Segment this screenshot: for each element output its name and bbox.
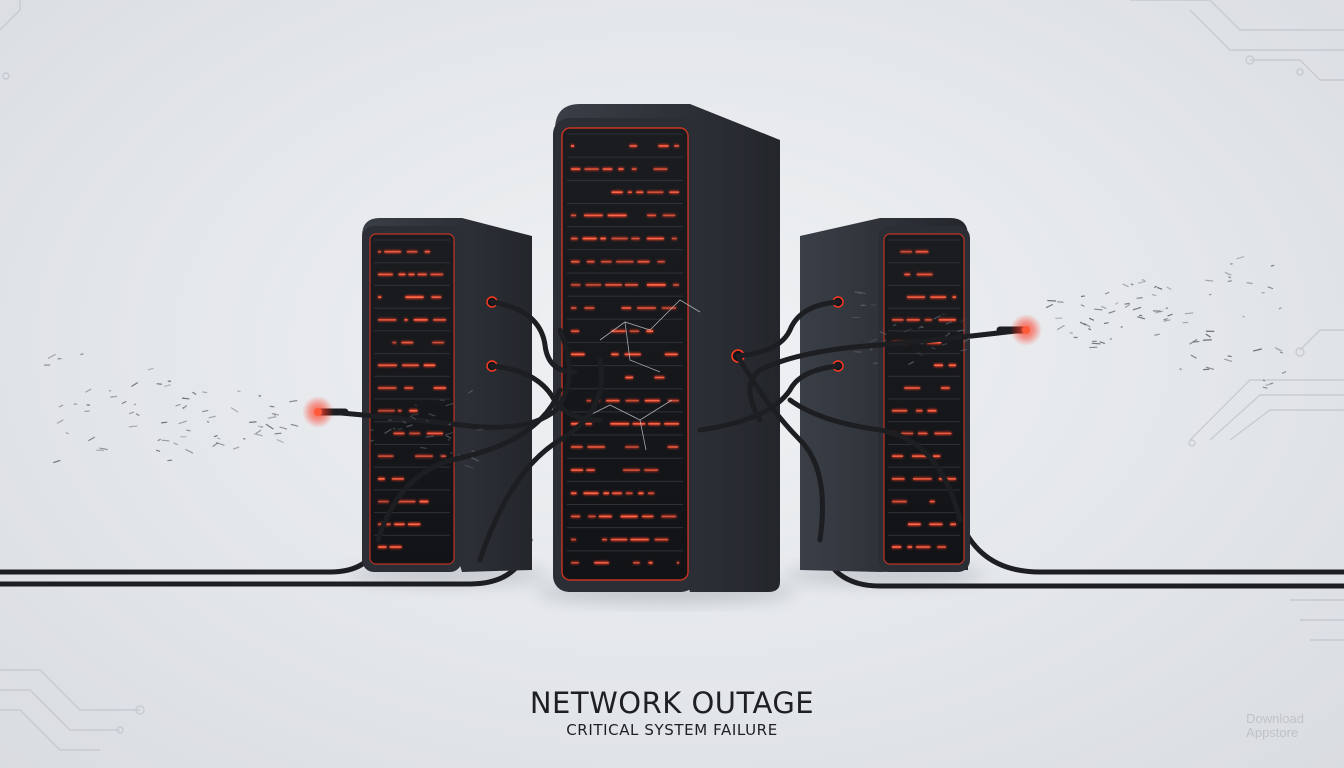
- watermark-line-2: Appstore: [1246, 725, 1299, 740]
- watermark-line-1: Download: [1246, 711, 1304, 726]
- center-rack-status-leds: [567, 133, 683, 565]
- circuit-traces-decoration: [0, 0, 1344, 751]
- left-server-rack: [362, 218, 532, 572]
- debris-particles-right: [851, 255, 1287, 389]
- network-cable: [327, 299, 1027, 563]
- broken-cable-spark-left: [44, 353, 484, 469]
- debris-particles-left: [44, 353, 484, 469]
- broken-cable-spark-right: [851, 255, 1287, 389]
- center-server-rack: [553, 104, 780, 592]
- caption-subtitle: CRITICAL SYSTEM FAILURE: [566, 721, 778, 739]
- caption-title: NETWORK OUTAGE: [529, 686, 815, 720]
- left-rack-status-leds: [374, 239, 450, 549]
- right-server-rack: [800, 218, 970, 572]
- cracked-rack-panel: [579, 299, 701, 451]
- watermark: Download Appstore: [1246, 712, 1304, 740]
